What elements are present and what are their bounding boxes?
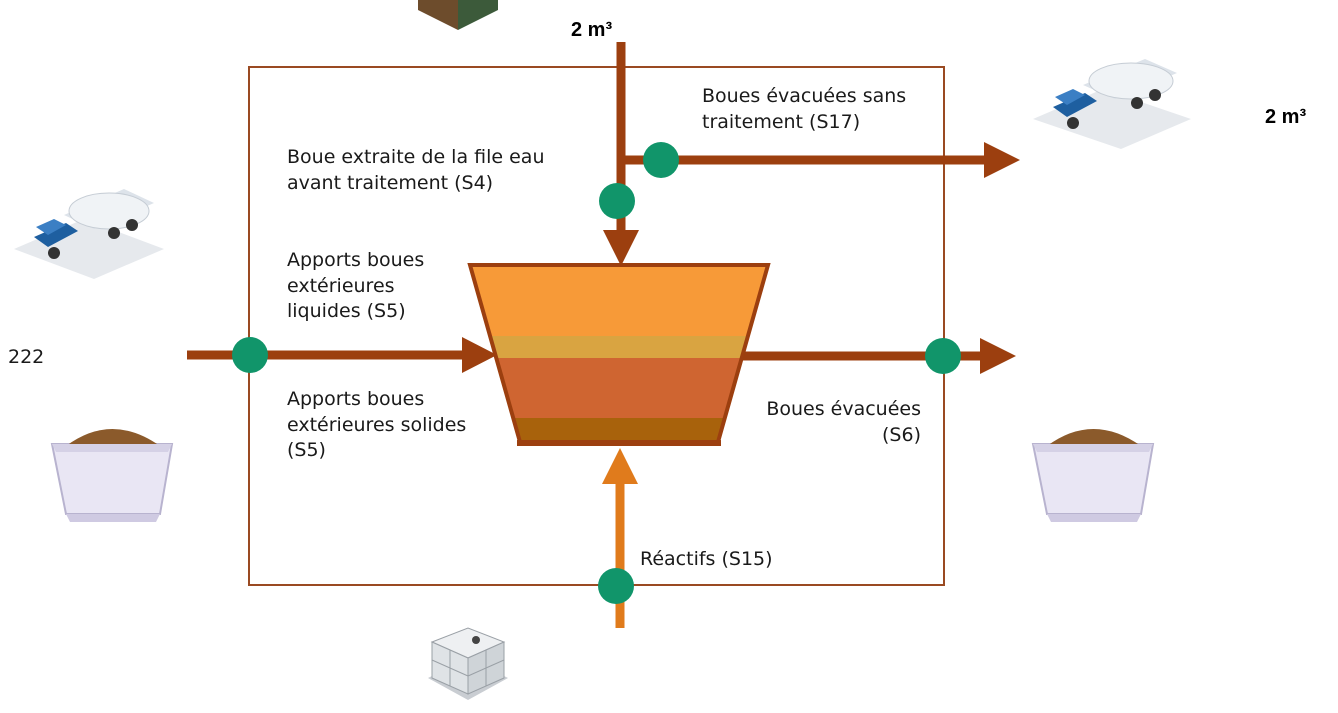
label-s6: Boues évacuées (S6) — [766, 398, 921, 446]
flow-s4 — [603, 42, 639, 266]
label-s5-liquid: Apports boues extérieures liquides (S5) — [287, 249, 425, 323]
measure-point-s6 — [925, 338, 961, 374]
sludge-skip-icon — [418, 0, 498, 30]
reagent-container-icon — [428, 627, 508, 700]
measure-point-s15 — [598, 568, 634, 604]
label-s5-solid: Apports boues extérieures solides (S5) — [287, 388, 467, 462]
right-volume-label: 2 m³ — [1265, 106, 1307, 128]
measure-point-s4 — [599, 183, 635, 219]
system-boundary — [248, 66, 945, 586]
left-value-label: 222 — [8, 346, 45, 368]
tanker-truck-icon — [1033, 59, 1191, 149]
sludge-tank — [467, 263, 771, 446]
measure-point-s17 — [643, 142, 679, 178]
flow-s17 — [621, 142, 1020, 178]
label-s17: Boues évacuées sans traitement (S17) — [702, 85, 907, 133]
flow-s6 — [738, 338, 1016, 374]
label-s4: Boue extraite de la file eau avant trait… — [287, 146, 545, 194]
sludge-skip-icon — [1031, 429, 1155, 522]
sludge-skip-icon — [50, 429, 174, 522]
tanker-truck-icon — [14, 189, 164, 279]
label-s15: Réactifs (S15) — [640, 548, 773, 570]
measure-point-s5 — [232, 337, 268, 373]
top-volume-label: 2 m³ — [571, 19, 613, 41]
